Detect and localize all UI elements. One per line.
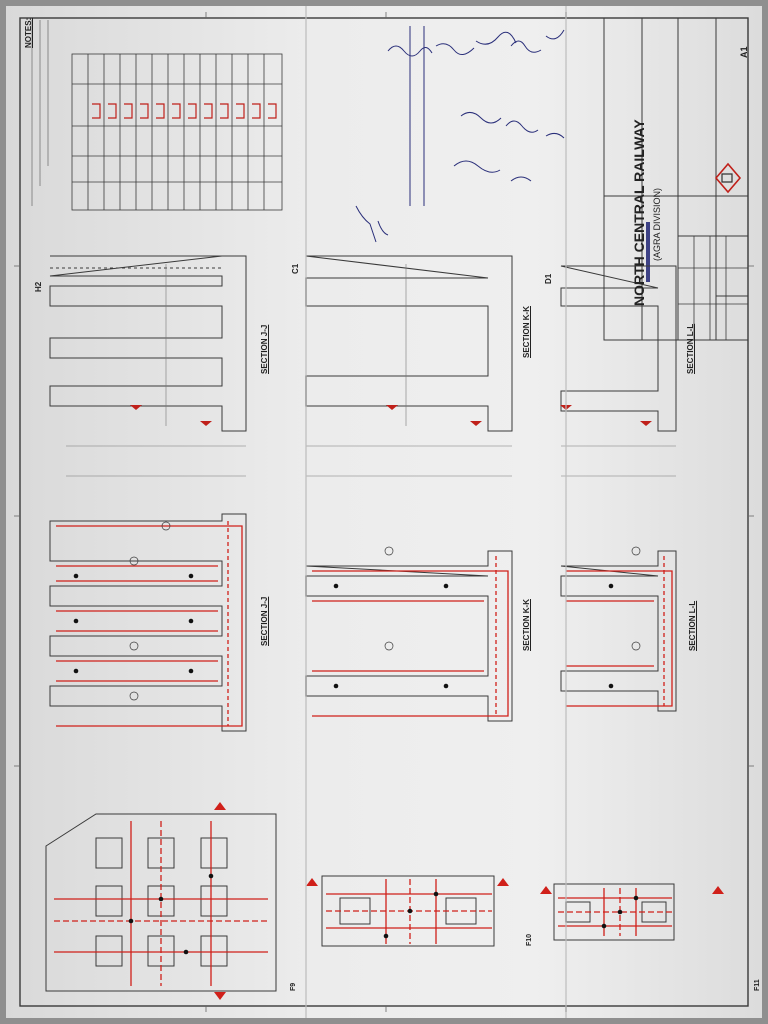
reinforcement-bars xyxy=(56,521,673,727)
section-jj-reinf-title: SECTION J-J xyxy=(260,596,269,646)
level-markers xyxy=(130,405,652,426)
bar-mark-d1: D1 xyxy=(544,273,553,284)
bar-shape-symbols xyxy=(92,103,277,119)
section-kk-outline-title: SECTION K-K xyxy=(522,306,531,358)
reinforcement-schedule-table xyxy=(71,53,283,211)
reinforced-sections xyxy=(49,513,677,732)
foundation-f9-plan xyxy=(45,813,277,992)
engineering-drawing xyxy=(14,6,754,1018)
drawing-sheet: NORTH CENTRAL RAILWAY (AGRA DIVISION) A1… xyxy=(6,6,762,1018)
outline-dim-lines xyxy=(66,264,676,477)
section-ll-outline-title: SECTION L-L xyxy=(686,323,695,374)
section-ll-reinf-title: SECTION L-L xyxy=(688,600,697,651)
foundation-f11-dots xyxy=(601,895,639,929)
foundation-f9-bars xyxy=(54,821,268,986)
section-kk-reinf-title: SECTION K-K xyxy=(522,599,531,651)
foundation-f10-dots xyxy=(383,891,439,939)
bar-callout-circles xyxy=(129,521,641,701)
foundation-f11-label: F11 xyxy=(754,979,761,991)
railway-title: NORTH CENTRAL RAILWAY xyxy=(631,119,647,306)
fold-marks xyxy=(305,6,567,1018)
approval-signatures xyxy=(355,26,565,243)
blue-stamp xyxy=(646,222,650,282)
sheet-border xyxy=(19,17,749,1007)
foundation-f10-label: F10 xyxy=(526,933,533,946)
foundation-f11-bars xyxy=(558,888,672,936)
foundation-f9-dots xyxy=(128,873,214,955)
bar-mark-c1: C1 xyxy=(291,263,300,274)
revision-table xyxy=(677,235,749,341)
bar-mark-h2: H2 xyxy=(34,281,43,292)
division-name: (AGRA DIVISION) xyxy=(652,187,662,261)
company-logo xyxy=(714,162,742,194)
bar-dots xyxy=(73,573,614,689)
outline-sections xyxy=(49,255,677,432)
notes-block xyxy=(31,20,49,206)
section-jj-outline-title: SECTION J-J xyxy=(260,324,269,374)
sheet-size: A1 xyxy=(739,46,749,58)
notes-heading: NOTES: xyxy=(24,17,33,48)
section-cut-markers xyxy=(214,802,724,1000)
foundation-f9-label: F9 xyxy=(290,982,297,991)
